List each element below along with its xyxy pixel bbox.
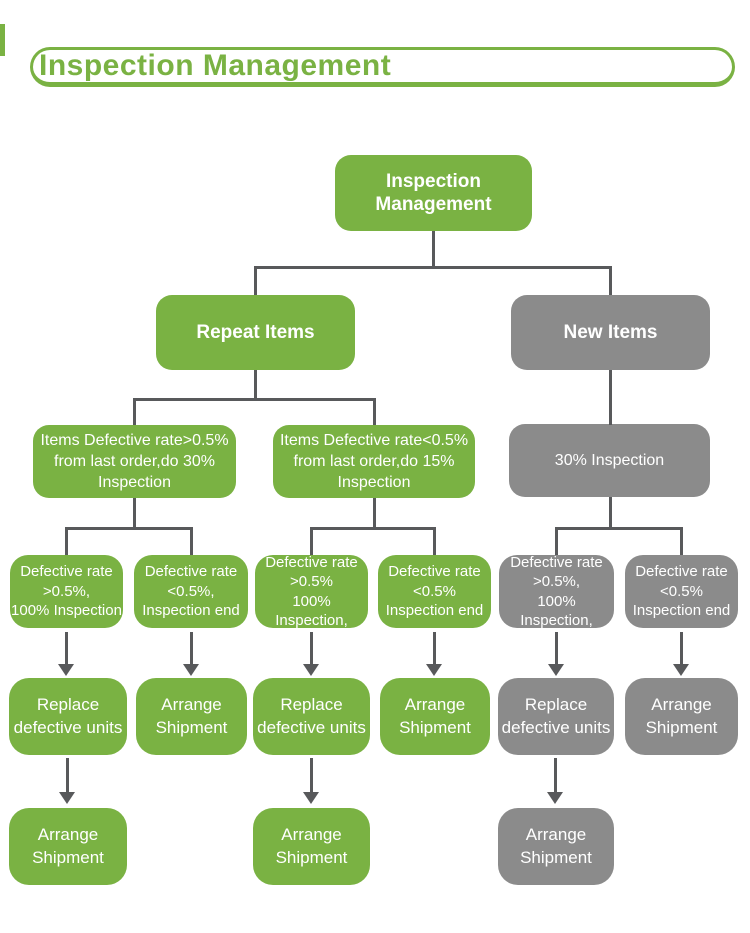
node-repeat-defect-rate-low: Items Defective rate<0.5% from last orde… [273,425,475,498]
node-defect-lt-inspection-end-1: Defective rate <0.5%, Inspection end [134,555,248,628]
connector-line [133,398,376,401]
connector-line [310,632,313,665]
connector-line [310,527,313,555]
connector-line [190,632,193,665]
connector-line [373,398,376,425]
connector-line [133,398,136,425]
node-replace-defective-units-2: Replace defective units [253,678,370,755]
connector-line [554,758,557,793]
node-arrange-shipment-1: Arrange Shipment [136,678,247,755]
arrow-down-icon [673,664,689,676]
connector-line [310,758,313,793]
connector-line [373,498,376,530]
node-arrange-shipment-final-2: Arrange Shipment [253,808,370,885]
arrow-down-icon [547,792,563,804]
connector-line [133,498,136,530]
node-defect-gt-100-inspection-3: Defective rate >0.5%, 100% Inspection, [499,555,614,628]
arrow-down-icon [59,792,75,804]
node-repeat-defect-rate-high: Items Defective rate>0.5% from last orde… [33,425,236,498]
node-replace-defective-units-3: Replace defective units [498,678,614,755]
connector-line [65,632,68,665]
connector-line [310,527,436,530]
node-arrange-shipment-final-1: Arrange Shipment [9,808,127,885]
connector-line [190,527,193,555]
arrow-down-icon [303,664,319,676]
connector-line [680,527,683,555]
node-defect-gt-100-inspection-1: Defective rate >0.5%, 100% Inspection [10,555,123,628]
connector-line [555,527,683,530]
connector-line [254,370,257,401]
connector-line [65,527,68,555]
connector-line [433,527,436,555]
node-inspection-management: Inspection Management [335,155,532,231]
arrow-down-icon [183,664,199,676]
connector-line [432,231,435,269]
accent-bar [0,24,5,56]
connector-line [254,266,257,295]
node-defect-lt-inspection-end-2: Defective rate <0.5% Inspection end [378,555,491,628]
page-title: Inspection Management [39,49,392,82]
connector-line [555,632,558,665]
node-new-items: New Items [511,295,710,370]
connector-line [254,266,612,269]
page-title-frame: Inspection Management [30,47,735,87]
connector-line [555,527,558,555]
node-arrange-shipment-final-3: Arrange Shipment [498,808,614,885]
node-defect-lt-inspection-end-3: Defective rate <0.5% Inspection end [625,555,738,628]
connector-line [65,527,193,530]
arrow-down-icon [548,664,564,676]
node-defect-gt-100-inspection-2: Defective rate >0.5% 100% Inspection, [255,555,368,628]
node-new-30-inspection: 30% Inspection [509,424,710,497]
node-arrange-shipment-3: Arrange Shipment [625,678,738,755]
connector-line [609,370,612,425]
arrow-down-icon [303,792,319,804]
connector-line [609,266,612,295]
node-repeat-items: Repeat Items [156,295,355,370]
arrow-down-icon [58,664,74,676]
connector-line [609,497,612,530]
connector-line [433,632,436,665]
node-arrange-shipment-2: Arrange Shipment [380,678,490,755]
node-replace-defective-units-1: Replace defective units [9,678,127,755]
connector-line [680,632,683,665]
arrow-down-icon [426,664,442,676]
connector-line [66,758,69,793]
